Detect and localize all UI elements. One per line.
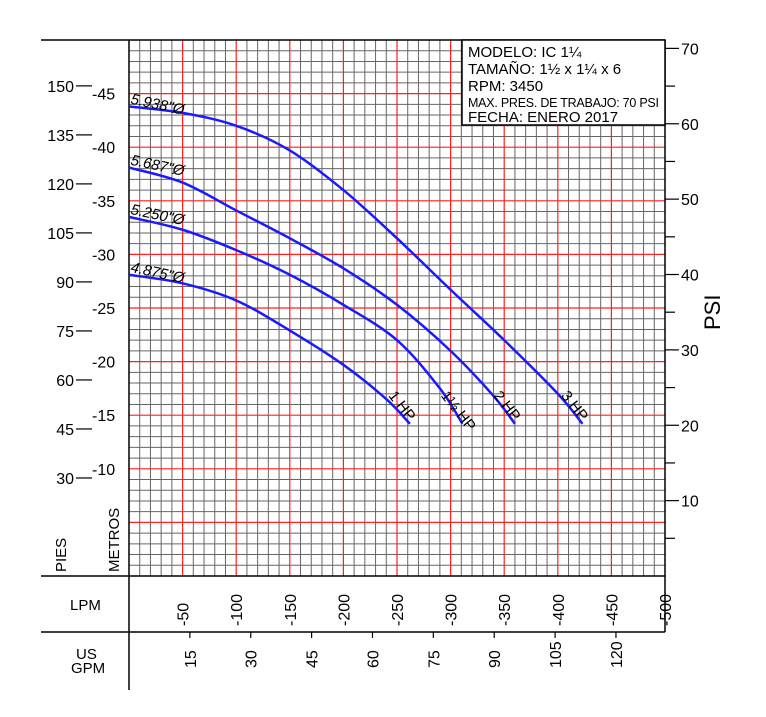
lpm-tick-label: -300 xyxy=(444,594,461,626)
ticks: -10 -15 -20 -25 -30 -35 -40 -45 30 45 60 75 90 105 120… xyxy=(47,41,699,668)
axis-label-metros: METROS xyxy=(106,508,123,572)
pump-curve xyxy=(128,166,516,425)
lpm-tick-label: -450 xyxy=(604,594,621,626)
psi-tick-label: 30 xyxy=(681,343,699,360)
gpm-tick-label: 45 xyxy=(305,650,322,668)
metros-tick-label: -15 xyxy=(92,408,115,425)
pump-curve xyxy=(128,273,411,425)
pies-tick-label: 75 xyxy=(56,324,74,341)
metros-tick-label: -40 xyxy=(92,140,115,157)
psi-tick-label: 70 xyxy=(681,41,699,58)
pies-tick-label: 90 xyxy=(56,275,74,292)
info-rpm: RPM: 3450 xyxy=(468,78,543,95)
axis-label-lpm: LPM xyxy=(70,597,101,614)
info-max-pres: MAX. PRES. DE TRABAJO: 70 PSI xyxy=(468,96,659,110)
psi-tick-label: 50 xyxy=(681,192,699,209)
curve-label-hp: 1½ HP xyxy=(437,388,479,435)
metros-tick-label: -35 xyxy=(92,194,115,211)
metros-tick-label: -10 xyxy=(92,462,115,479)
info-tamano: TAMAÑO: 1½ x 1¼ x 6 xyxy=(468,61,621,78)
pies-tick-label: 135 xyxy=(47,128,74,145)
gpm-tick-label: 120 xyxy=(609,641,626,668)
pies-tick-label: 60 xyxy=(56,373,74,390)
gpm-tick-label: 105 xyxy=(548,641,565,668)
info-fecha: FECHA: ENERO 2017 xyxy=(468,109,618,126)
lpm-tick-label: -150 xyxy=(283,594,300,626)
lpm-tick-label: -100 xyxy=(229,594,246,626)
pump-curve xyxy=(128,105,584,425)
pies-tick-label: 45 xyxy=(56,422,74,439)
pies-tick-label: 30 xyxy=(56,471,74,488)
metros-tick-label: -20 xyxy=(92,355,115,372)
info-modelo: MODELO: IC 1¼ xyxy=(468,44,582,61)
pump-curve xyxy=(128,215,464,425)
gpm-tick-label: 75 xyxy=(426,650,443,668)
gpm-tick-label: 15 xyxy=(183,650,200,668)
axis-label-psi: PSI xyxy=(700,295,725,330)
axis-label-gpm-us: US xyxy=(76,646,97,663)
psi-tick-label: 20 xyxy=(681,418,699,435)
pies-tick-label: 105 xyxy=(47,226,74,243)
psi-tick-label: 60 xyxy=(681,117,699,134)
grid xyxy=(129,40,665,576)
pies-tick-label: 120 xyxy=(47,177,74,194)
frame xyxy=(41,39,666,690)
gpm-tick-label: 60 xyxy=(365,650,382,668)
gpm-tick-label: 30 xyxy=(244,650,261,668)
lpm-tick-label: -400 xyxy=(551,594,568,626)
lpm-tick-label: -350 xyxy=(497,594,514,626)
lpm-tick-label: -250 xyxy=(390,594,407,626)
psi-tick-label: 40 xyxy=(681,268,699,285)
metros-tick-label: -30 xyxy=(92,247,115,264)
lpm-tick-label: -500 xyxy=(658,594,675,626)
psi-tick-label: 10 xyxy=(681,494,699,511)
info-box: MODELO: IC 1¼ TAMAÑO: 1½ x 1¼ x 6 RPM: 3… xyxy=(461,39,666,126)
axis-label-pies: PIES xyxy=(53,538,70,572)
curve-label-diameter: 4.875"Ø xyxy=(129,259,187,287)
lpm-tick-label: -50 xyxy=(176,603,193,626)
lpm-tick-label: -200 xyxy=(336,594,353,626)
gpm-tick-label: 90 xyxy=(487,650,504,668)
axis-label-gpm: GPM xyxy=(71,660,105,677)
metros-tick-label: -25 xyxy=(92,301,115,318)
metros-tick-label: -45 xyxy=(92,87,115,104)
curve-label-diameter: 5.250"Ø xyxy=(129,201,187,229)
pies-tick-label: 150 xyxy=(47,79,74,96)
